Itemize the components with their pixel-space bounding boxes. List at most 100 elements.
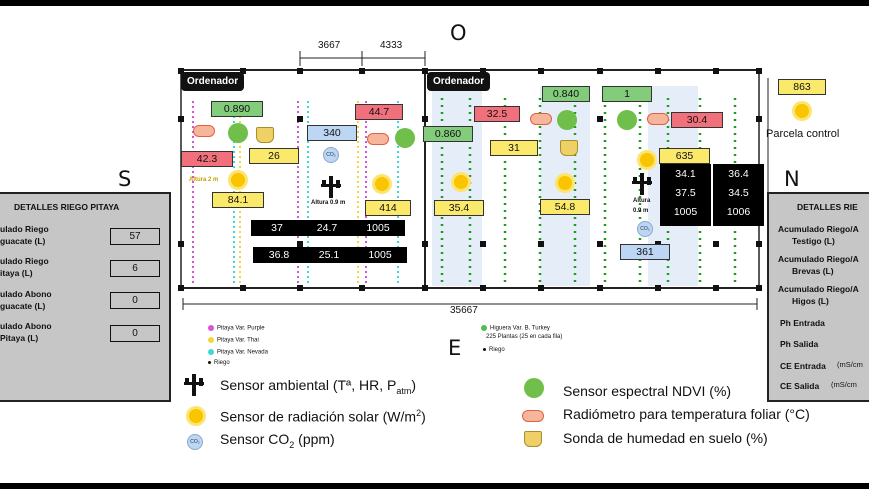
panel-label: Acumulado Riego/A	[778, 284, 859, 294]
solar-sensor-icon	[454, 175, 468, 189]
ndvi-value-right2: 1	[602, 86, 652, 102]
legend-riego: Riego	[208, 360, 230, 366]
radiometer-value-mid: 44.7	[355, 104, 403, 120]
panel-label: (mS/cm	[831, 380, 857, 389]
ordenador-left: Ordenador	[181, 72, 245, 91]
legend-co2-sensor: Sensor CO2 (ppm)	[220, 431, 335, 450]
radiometer-icon	[367, 133, 389, 145]
legend-ndvi-sensor: Sensor espectral NDVI (%)	[563, 383, 732, 399]
compass-north: N	[784, 167, 800, 191]
panel-value: 0	[110, 292, 160, 309]
panel-label: Ph Salida	[780, 339, 819, 349]
radiometer-value-right: 30.4	[671, 112, 723, 128]
co2-sensor-icon: CO₂	[637, 221, 653, 237]
panel-label: Testigo (L)	[792, 236, 835, 246]
legend-radiometer: Radiómetro para temperatura foliar (°C)	[563, 406, 810, 422]
solar-sensor-icon	[640, 153, 654, 167]
ambient-temp-r2: 36.4	[713, 166, 764, 182]
ndvi-value-right1: 0.840	[542, 86, 590, 102]
solar-value-right: 635	[659, 148, 710, 164]
altura-09m-label: Altura 0.9 m	[311, 200, 346, 206]
co2-value-left: 340	[307, 125, 357, 141]
legend-pitaya-purple: Pitaya Var. Purple	[208, 325, 265, 332]
radiometer-value-left: 42.3	[181, 151, 233, 167]
ambient-hr-1: 24.7	[303, 220, 351, 236]
radiometer-icon	[647, 113, 669, 125]
panel-value: 57	[110, 228, 160, 245]
ambient-sensor-icon	[321, 176, 341, 198]
solar-value-mid3: 54.8	[540, 199, 590, 215]
solar-value-mid2: 35.4	[434, 200, 484, 216]
ndvi-sensor-icon	[395, 128, 415, 148]
panel-label: Brevas (L)	[792, 266, 834, 276]
ambient-hr-r1: 37.5	[660, 185, 711, 201]
solar-sensor-icon	[375, 177, 389, 191]
soil-probe-icon	[560, 140, 578, 156]
solar-sensor-icon	[231, 173, 245, 187]
legend-pitaya-thai: Pitaya Var. Thai	[208, 337, 259, 344]
panel-label: CE Entrada	[780, 361, 826, 371]
panel-label: ulado Abono	[0, 289, 52, 299]
panel-value: 6	[110, 260, 160, 277]
soil-probe-icon	[524, 431, 542, 447]
ambient-sensor-icon	[184, 374, 204, 396]
panel-label: CE Salida	[780, 381, 820, 391]
panel-label: itaya (L)	[0, 268, 33, 278]
panel-riego-pitaya: DETALLES RIEGO PITAYA ulado Riego guacat…	[0, 192, 171, 402]
ambient-temp-1: 37	[251, 220, 303, 236]
solar-sensor-icon	[795, 104, 809, 118]
panel-label: ulado Riego	[0, 256, 49, 266]
ndvi-sensor-icon	[617, 110, 637, 130]
legend-solar-sensor: Sensor de radiación solar (W/m2)	[220, 408, 426, 425]
compass-south: S	[118, 167, 132, 191]
soil-value-left: 26	[249, 148, 299, 164]
control-solar-value: 863	[778, 79, 826, 95]
radiometer-icon	[193, 125, 215, 137]
solar-sensor-icon	[558, 176, 572, 190]
ndvi-value-left: 0.890	[211, 101, 263, 117]
dimension-left-span: 3667	[318, 40, 341, 51]
co2-sensor-icon: CO₂	[187, 434, 203, 450]
solar-value-left: 84.1	[212, 192, 264, 208]
panel-label: Ph Entrada	[780, 318, 825, 328]
panel-label: Acumulado Riego/A	[778, 254, 859, 264]
ambient-temp-2: 36.8	[253, 247, 305, 263]
panel-label: Higos (L)	[792, 296, 829, 306]
ambient-hr-r2: 34.5	[713, 185, 764, 201]
panel-label: ulado Riego	[0, 224, 49, 234]
ndvi-value-mid: 0.860	[423, 126, 473, 142]
panel-label: guacate (L)	[0, 236, 46, 246]
ambient-sensor-icon	[632, 173, 652, 195]
panel-label: guacate (L)	[0, 301, 46, 311]
panel-title: DETALLES RIEGO PITAYA	[14, 202, 120, 212]
altura-09m-label: 0.9 m	[633, 208, 649, 214]
radiometer-icon	[522, 410, 544, 422]
ndvi-sensor-icon	[228, 123, 248, 143]
dashboard-canvas: O S N E 3667 4333 35667 Ordenador Ordena…	[0, 6, 869, 483]
panel-riego-higuera: DETALLES RIE Acumulado Riego/A Testigo (…	[767, 192, 869, 402]
ndvi-sensor-icon	[524, 378, 544, 398]
altura-label: Altura	[633, 198, 651, 204]
panel-label: Pitaya (L)	[0, 333, 39, 343]
panel-label: Acumulado Riego/A	[778, 224, 859, 234]
co2-value-right: 361	[620, 244, 670, 260]
ambient-hr-2: 25.1	[305, 247, 353, 263]
panel-title: DETALLES RIE	[797, 202, 858, 212]
altura-2m-label: Altura 2 m	[189, 177, 219, 183]
dimension-right-span: 4333	[380, 40, 403, 51]
ndvi-sensor-icon	[557, 110, 577, 130]
dimension-total: 35667	[450, 305, 478, 316]
solar-value-mid: 414	[365, 200, 411, 216]
radiometer-value-mid2: 32.5	[474, 106, 520, 122]
ambient-patm-1: 1005	[351, 220, 405, 236]
panel-label: ulado Abono	[0, 321, 52, 331]
solar-sensor-icon	[189, 409, 203, 423]
soil-value-mid: 31	[490, 140, 538, 156]
legend-soil-probe: Sonda de humedad en suelo (%)	[563, 430, 768, 446]
panel-label: (mS/cm	[837, 360, 863, 369]
ambient-patm-r1: 1005	[660, 204, 711, 220]
ordenador-right: Ordenador	[427, 72, 491, 91]
soil-probe-icon	[256, 127, 274, 143]
ambient-temp-r1: 34.1	[660, 166, 711, 182]
legend-higuera: Higuera Var. B. Turkey	[481, 325, 550, 332]
